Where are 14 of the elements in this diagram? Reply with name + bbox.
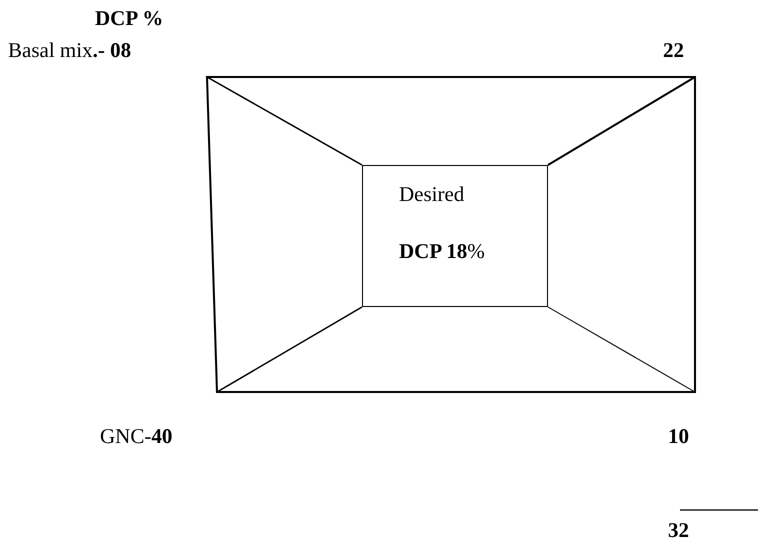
value-label: 22 [663, 40, 684, 61]
frame-quadrilateral [207, 77, 695, 392]
total-label: 32 [668, 520, 689, 541]
box-heading: Desired [399, 184, 464, 205]
corner-line [547, 76, 696, 166]
ingredient-label: Basal mix.- 08 [8, 40, 132, 61]
ingredient-label: GNC-40 [100, 426, 172, 447]
corner-line [216, 306, 362, 393]
corner-line [206, 76, 362, 166]
value-label: 10 [668, 426, 689, 447]
inner-box [362, 165, 548, 307]
corner-line [548, 306, 696, 392]
column-heading: DCP % [95, 8, 164, 29]
box-value: DCP 18% [399, 241, 485, 262]
